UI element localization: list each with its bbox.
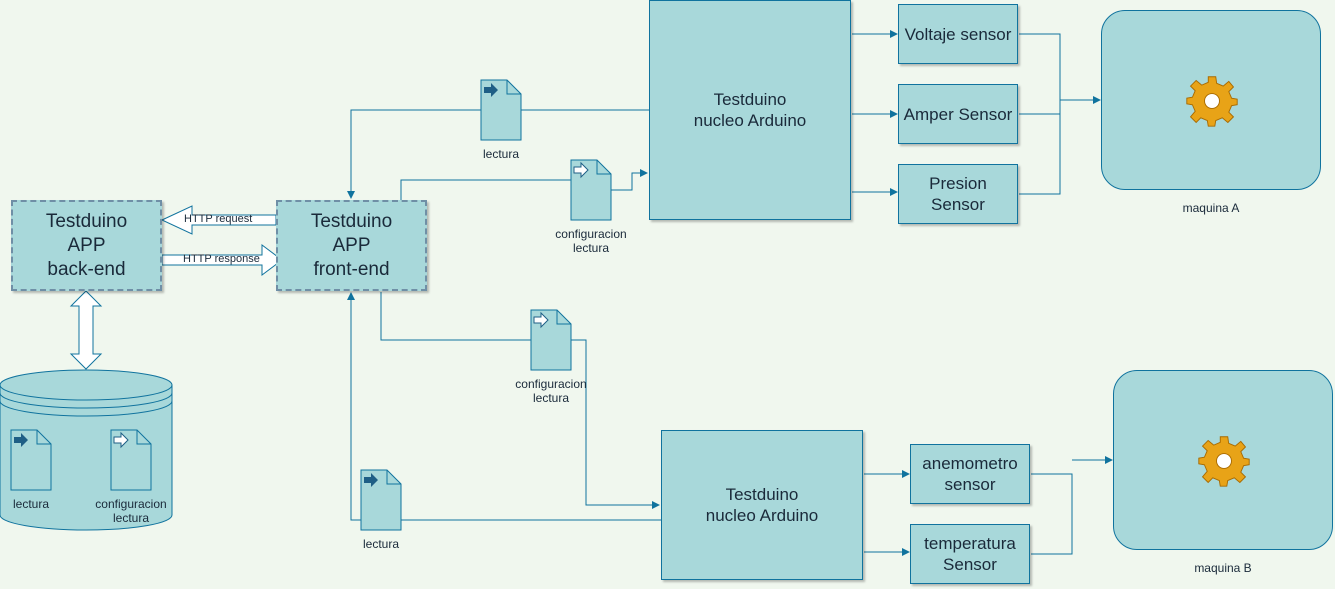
doc-lectura-top-label: lectura [482,147,520,161]
arduino-core-bottom: Testduino nucleo Arduino [661,430,863,580]
machine-a [1101,10,1321,190]
db-doc-lectura [10,429,52,491]
doc-lectura-bottom [360,469,402,531]
http-request-label: HTTP request [184,213,253,225]
sensor-voltaje: Voltaje sensor [898,4,1018,64]
app-frontend: Testduino APP front-end [276,200,427,291]
doc-config-top-label: configuracion lectura [555,227,627,255]
db-doc-lectura-label: lectura [12,497,50,511]
machine-b [1113,370,1333,550]
sensor-presion: Presion Sensor [898,164,1018,224]
gear-icon [1198,436,1250,487]
sensor-amper: Amper Sensor [898,84,1018,144]
db-doc-config [110,429,152,491]
machine-a-label: maquina A [1182,201,1240,215]
doc-config-top [570,159,612,221]
gear-icon [1186,76,1238,127]
sensor-temperatura: temperatura Sensor [910,524,1030,584]
arduino-core-top: Testduino nucleo Arduino [649,0,851,220]
database-icon [0,369,173,531]
app-backend: Testduino APP back-end [11,200,162,291]
sensor-anemometro: anemometro sensor [910,444,1030,504]
doc-lectura-bottom-label: lectura [362,537,400,551]
machine-b-label: maquina B [1194,561,1252,575]
db-doc-config-label: configuracion lectura [95,497,167,525]
doc-config-bottom [530,309,572,371]
doc-lectura-top [480,79,522,141]
http-response-arrow [161,244,283,276]
backend-db-link [69,290,103,370]
doc-config-bottom-label: configuracion lectura [515,377,587,405]
http-response-label: HTTP response [183,253,260,265]
